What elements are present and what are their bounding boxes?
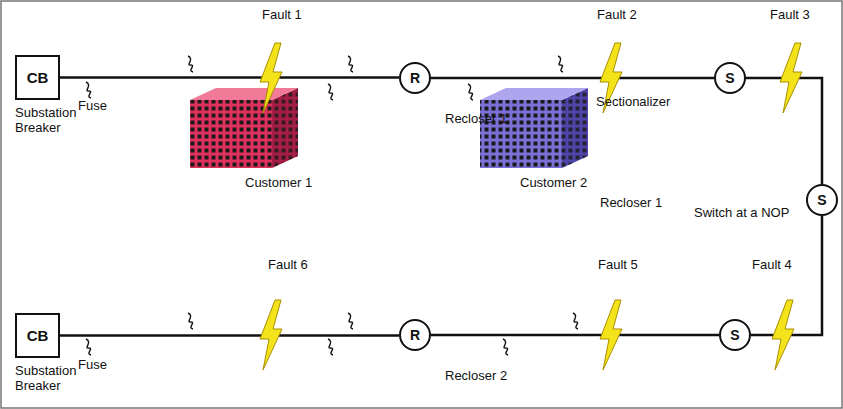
feeder-line bbox=[431, 77, 714, 80]
fault-bolts bbox=[260, 43, 802, 370]
feeder-line bbox=[431, 334, 719, 337]
fault-label: Fault 4 bbox=[752, 258, 792, 272]
device-name: Recloser 2 bbox=[445, 369, 507, 384]
substation-breaker: CBSubstation Breaker bbox=[15, 55, 60, 100]
device-name: Recloser 1 bbox=[445, 112, 507, 127]
fault-label: Fault 1 bbox=[262, 8, 302, 22]
fault-label: Fault 3 bbox=[770, 8, 810, 22]
fault-label: Fault 6 bbox=[268, 258, 308, 272]
symbol-letter: S bbox=[817, 193, 826, 207]
sectionalizer: SSectionalizer bbox=[714, 62, 746, 94]
symbol-letter: CB bbox=[27, 328, 49, 343]
fuse-label: Fuse bbox=[78, 99, 107, 113]
customer-label: Customer 2 bbox=[520, 176, 587, 190]
squiggle-marks bbox=[86, 56, 578, 355]
fuse-label: Fuse bbox=[78, 358, 107, 372]
symbol-letter: S bbox=[730, 328, 739, 342]
fault-label: Fault 2 bbox=[597, 8, 637, 22]
symbol-letter: R bbox=[410, 328, 420, 342]
customer-building bbox=[190, 88, 298, 168]
nop-switch: SSwitch at a NOP bbox=[806, 184, 838, 216]
customer-label: Customer 1 bbox=[245, 176, 312, 190]
recloser: RRecloser 1 bbox=[399, 62, 431, 94]
recloser-label: Recloser 1 bbox=[600, 196, 662, 210]
feeder-line bbox=[60, 334, 399, 337]
recloser: RRecloser 2 bbox=[399, 319, 431, 351]
substation-breaker: CBSubstation Breaker bbox=[15, 313, 60, 358]
customer-building bbox=[480, 88, 588, 168]
device-name: Switch at a NOP bbox=[694, 206, 789, 221]
fault-label: Fault 5 bbox=[598, 258, 638, 272]
device-name: Sectionalizer bbox=[596, 95, 670, 110]
sectionalizer: S bbox=[719, 319, 751, 351]
symbol-letter: CB bbox=[27, 70, 49, 85]
symbol-letter: R bbox=[410, 71, 420, 85]
symbol-letter: S bbox=[725, 71, 734, 85]
feeder-line bbox=[746, 78, 822, 184]
feeder-line bbox=[60, 76, 399, 79]
